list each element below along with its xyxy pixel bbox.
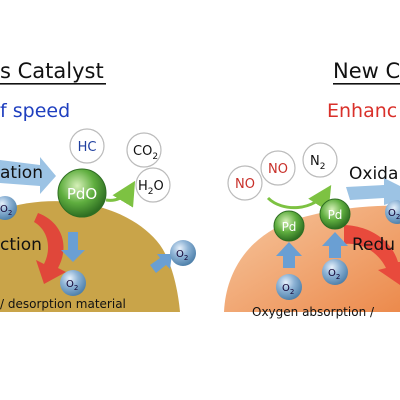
right-subtitle: Enhanc xyxy=(327,100,397,122)
pdo-label: PdO xyxy=(67,185,97,203)
left-o2-outside-label: O2 xyxy=(176,249,188,262)
left-title-underline xyxy=(0,83,106,85)
h2o-label: H2O xyxy=(138,179,164,197)
left-product-arrow xyxy=(105,180,136,208)
pd-particle-1 xyxy=(273,210,305,242)
pd-label-2: Pd xyxy=(328,208,343,222)
right-reduction-label: Redu xyxy=(352,235,395,255)
right-o2-molecule-1 xyxy=(276,274,302,300)
pd-particle-2 xyxy=(319,198,351,230)
left-caption: / desorption material xyxy=(0,297,126,311)
no-label-1: NO xyxy=(235,177,255,192)
no-molecule-1 xyxy=(227,165,263,201)
left-catalyst-surface xyxy=(0,201,180,312)
right-oxidation-arrow xyxy=(346,178,400,205)
co2-label: CO2 xyxy=(133,144,158,162)
right-o2-label-2: O2 xyxy=(328,268,340,281)
h2o-molecule xyxy=(135,167,171,203)
right-title: New C xyxy=(333,59,400,83)
right-catalyst-surface xyxy=(224,205,400,312)
right-o2-molecule-2 xyxy=(322,259,348,285)
left-desorption-down-arrow xyxy=(61,232,85,262)
right-supply-up-arrow-1 xyxy=(276,242,302,268)
co2-molecule xyxy=(126,132,162,168)
left-subtitle: f speed xyxy=(0,100,70,122)
left-oxidation-label: ation xyxy=(0,163,43,183)
left-release-arrow xyxy=(150,254,172,273)
right-caption: Oxygen absorption / xyxy=(252,305,375,319)
left-o2-molecule-outside xyxy=(170,240,196,266)
right-o2-label-1: O2 xyxy=(282,283,294,296)
left-o2-inside-label: O2 xyxy=(66,279,78,292)
n2-molecule xyxy=(302,142,338,178)
right-title-underline xyxy=(333,83,400,85)
no-molecule-2 xyxy=(260,150,296,186)
right-o2-molecule-edge xyxy=(385,200,400,224)
left-o2-molecule-inside xyxy=(60,270,86,296)
pd-label-1: Pd xyxy=(282,220,297,234)
left-title: s Catalyst xyxy=(0,59,104,83)
right-product-arrow xyxy=(266,184,332,212)
right-o2-edge-label: O2 xyxy=(388,208,400,221)
right-oxidation-label: Oxida xyxy=(349,164,398,184)
right-supply-up-arrow-2 xyxy=(322,232,348,258)
pdo-particle xyxy=(57,168,107,218)
hc-label: HC xyxy=(78,140,97,155)
right-reduction-arrow xyxy=(344,225,400,285)
left-reduction-label: ction xyxy=(0,235,42,255)
n2-label: N2 xyxy=(310,154,325,172)
left-oxidation-arrow xyxy=(0,157,56,194)
no-label-2: NO xyxy=(268,162,288,177)
hc-molecule xyxy=(69,128,105,164)
left-o2-molecule-edge xyxy=(0,196,17,220)
left-reduction-arrow xyxy=(34,213,66,284)
left-o2-edge-label: O2 xyxy=(0,204,12,217)
